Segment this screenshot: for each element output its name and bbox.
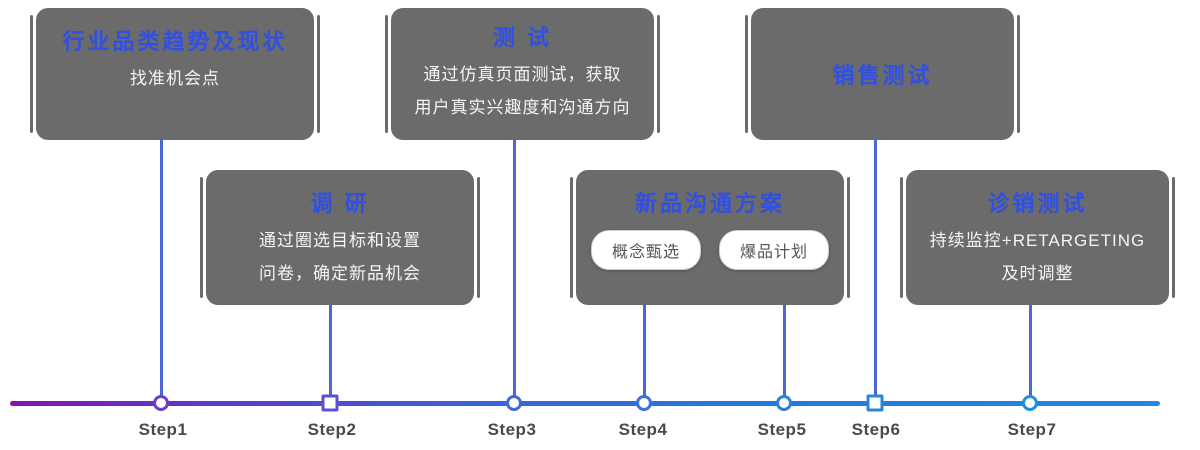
pill-hit-product-plan: 爆品计划 (719, 230, 830, 270)
card-text-line: 用户真实兴趣度和沟通方向 (414, 98, 631, 117)
card-test: 测 试 通过仿真页面测试，获取 用户真实兴趣度和沟通方向 (385, 8, 660, 140)
card-research: 调 研 通过圈选目标和设置 问卷，确定新品机会 (200, 170, 480, 305)
card-text-line: 找准机会点 (130, 69, 220, 88)
timeline-node-step7 (1022, 395, 1038, 411)
card-title: 调 研 (310, 191, 370, 216)
connector-step7 (1028, 305, 1032, 403)
connector-step4 (642, 305, 646, 403)
card-title: 测 试 (492, 25, 553, 50)
card-body: 调 研 通过圈选目标和设置 问卷，确定新品机会 (206, 170, 474, 305)
timeline-node-step1 (153, 395, 169, 411)
timeline-node-step6 (866, 394, 884, 412)
card-industry-trend: 行业品类趋势及现状 找准机会点 (30, 8, 320, 140)
card-body: 行业品类趋势及现状 找准机会点 (36, 8, 314, 140)
card-title: 新品沟通方案 (634, 191, 785, 216)
card-body: 诊销测试 持续监控+RETARGETING 及时调整 (906, 170, 1169, 305)
connector-step6 (873, 140, 877, 403)
connector-step2 (328, 305, 332, 403)
step-label-1: Step1 (138, 420, 188, 439)
step-label-2: Step2 (307, 420, 357, 439)
timeline-node-step2 (321, 394, 339, 412)
card-body: 新品沟通方案 概念甄选 爆品计划 (576, 170, 844, 305)
card-body: 销售测试 (751, 8, 1014, 140)
connector-step5 (782, 305, 786, 403)
card-body: 测 试 通过仿真页面测试，获取 用户真实兴趣度和沟通方向 (391, 8, 654, 140)
timeline-node-step4 (636, 395, 652, 411)
card-marketing-test: 诊销测试 持续监控+RETARGETING 及时调整 (900, 170, 1175, 305)
card-communication-plan: 新品沟通方案 概念甄选 爆品计划 (570, 170, 850, 305)
step-label-5: Step5 (757, 420, 807, 439)
card-title: 诊销测试 (987, 191, 1088, 216)
card-text-line: 及时调整 (1001, 264, 1074, 283)
step-label-4: Step4 (618, 420, 668, 439)
timeline-node-step3 (506, 395, 522, 411)
timeline-node-step5 (776, 395, 792, 411)
step-label-3: Step3 (487, 420, 537, 439)
card-title: 销售测试 (832, 63, 933, 88)
connector-step1 (159, 140, 163, 403)
card-sales-test: 销售测试 (745, 8, 1020, 140)
card-text-line: 通过仿真页面测试，获取 (423, 65, 622, 84)
pill-concept-selection: 概念甄选 (590, 230, 701, 270)
card-title: 行业品类趋势及现状 (62, 29, 288, 54)
card-text-line: 问卷，确定新品机会 (259, 264, 421, 283)
step-label-6: Step6 (851, 420, 901, 439)
pill-row: 概念甄选 爆品计划 (576, 230, 844, 270)
step-label-7: Step7 (1007, 420, 1057, 439)
connector-step3 (512, 140, 516, 403)
card-text-line: 通过圈选目标和设置 (259, 231, 421, 250)
card-text-line: 持续监控+RETARGETING (929, 231, 1146, 250)
timeline-axis (10, 401, 1160, 406)
